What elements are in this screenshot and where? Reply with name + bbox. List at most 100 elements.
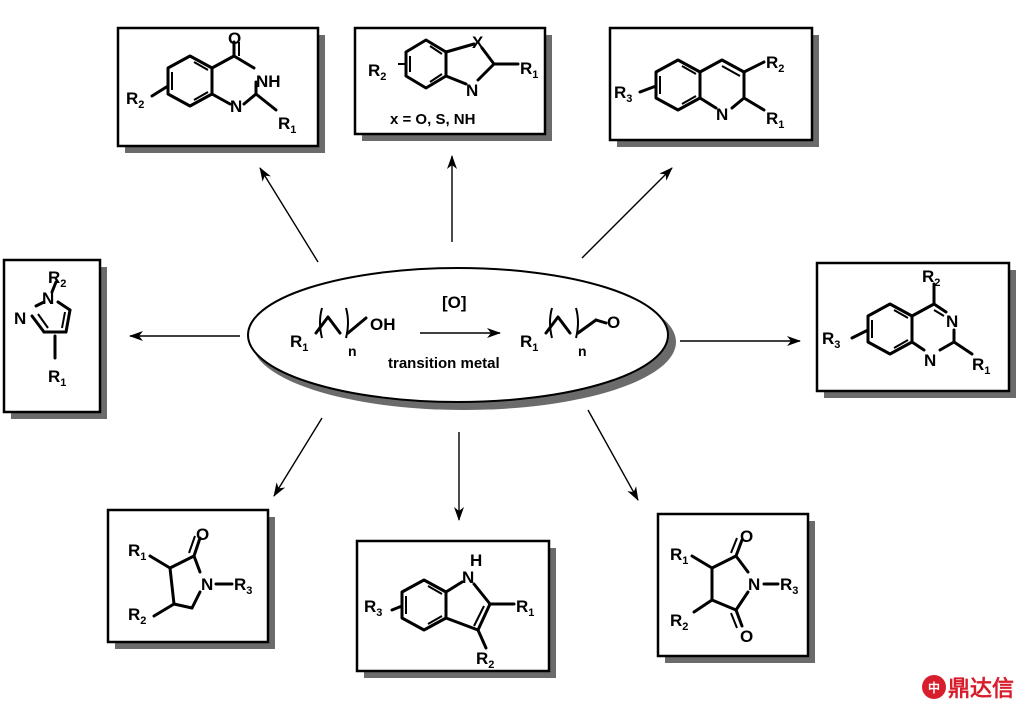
carbonyl-double: [188, 535, 196, 554]
reactant-paren-right: [345, 307, 349, 339]
x-label: X: [472, 33, 484, 52]
x-definition: x = O, S, NH: [390, 111, 475, 128]
r3-label: R3: [822, 329, 840, 351]
product-indole: H N R3 R1 R2: [355, 539, 556, 678]
n2-label: N: [924, 351, 936, 370]
ring-bond: [56, 300, 72, 312]
ring-double-bond: [893, 339, 909, 349]
r2-label: R2: [126, 89, 144, 111]
ring-double: [37, 313, 49, 329]
r2-label: R2: [48, 268, 66, 290]
carbonyl-bond: [192, 536, 202, 558]
r2-label: R2: [368, 61, 386, 83]
r1-label: R1: [278, 114, 296, 136]
r1-bond: [742, 96, 766, 112]
pyrrole-bond: [444, 616, 480, 632]
r2-bond: [476, 628, 488, 650]
pyridine-ring: [698, 96, 718, 110]
r2-label: R2: [128, 605, 146, 627]
product-aldehyde: R1 n O: [520, 307, 620, 359]
n-label: N: [462, 568, 474, 587]
r2-label: R2: [766, 53, 784, 75]
ring-bond: [168, 554, 196, 570]
hetero-ring-bottom: [210, 92, 232, 106]
pyrrole-double: [473, 605, 485, 627]
ring-double-bond: [427, 615, 443, 625]
product-succinimide: O O N R1 R2 R3: [656, 512, 815, 663]
r3-label: R3: [614, 83, 632, 105]
n-label: N: [716, 105, 728, 124]
ring-double-bond: [429, 73, 443, 83]
r2-bond: [692, 598, 714, 614]
box: [2, 258, 102, 414]
r1-label: R1: [516, 597, 534, 619]
box: [353, 26, 547, 136]
ring-double-bond: [193, 61, 209, 71]
r3-bond: [390, 604, 404, 612]
r1-label: R1: [48, 367, 66, 389]
r3-label: R3: [234, 575, 252, 597]
r1-label: R1: [766, 109, 784, 131]
r2-label: R2: [476, 649, 494, 671]
arrow-to-succinimide: [587, 409, 639, 501]
product-quinazolinone: O NH N R2 R1: [116, 26, 325, 153]
ring-bond: [734, 590, 750, 612]
r2-bond: [50, 280, 58, 294]
arrow-to-quinazolinone: [259, 167, 319, 263]
ring-double-bond: [681, 65, 697, 75]
reactant-n-label: n: [348, 343, 357, 359]
product-double-bond: [594, 318, 608, 325]
ring-bond: [64, 308, 72, 334]
ellipse: [247, 267, 669, 403]
reactant-bond-oh: [346, 316, 368, 335]
azole-bond: [444, 74, 468, 86]
reactant-alcohol: R1 n OH: [290, 307, 396, 359]
ring-double-bond: [429, 45, 443, 55]
o-label: O: [228, 29, 241, 48]
product-bond-cho: [576, 318, 598, 335]
pyrrole-bond: [472, 582, 492, 606]
product-quinazoline: N N R2 R3 R1: [815, 261, 1016, 398]
n1-label: N: [946, 312, 958, 331]
pyridine-ring: [730, 96, 746, 110]
ring-bond: [192, 554, 202, 574]
box: [355, 539, 551, 673]
product-r-label: R1: [520, 332, 538, 354]
pyridine-double: [721, 65, 741, 77]
reactant-paren-left: [319, 307, 323, 339]
arrow-to-pyrrolidinone: [273, 417, 323, 497]
r1-label: R1: [520, 59, 538, 81]
pyridine-ring: [698, 58, 746, 100]
ring-bond: [34, 300, 46, 308]
o-bottom-label: O: [740, 627, 753, 646]
arrow-to-quinoline: [581, 167, 673, 259]
azole-bond: [444, 42, 476, 54]
ring-bond: [734, 554, 750, 574]
n-label: N: [748, 575, 760, 594]
ring-bond: [710, 598, 738, 612]
r1-bond: [952, 340, 974, 356]
azole-bond: [476, 62, 496, 82]
hetero-ring: [910, 340, 926, 352]
product-pyrazole: N N R2 R1: [2, 258, 107, 419]
box: [608, 26, 814, 142]
r2-bond: [152, 602, 176, 618]
central-reaction: R1 n OH [O] transition metal R1 n O: [247, 267, 676, 410]
box: [656, 512, 810, 658]
watermark-logo-icon: 中: [921, 675, 946, 699]
product-o-label: O: [607, 313, 620, 332]
o-label: O: [196, 525, 209, 544]
ring-bond: [190, 590, 202, 610]
n-label: N: [466, 81, 478, 100]
ring-bond: [172, 602, 194, 610]
r3-bond: [638, 84, 658, 94]
box: [116, 26, 320, 148]
product-benzazole: X N R2 R1 x = O, S, NH: [353, 26, 552, 141]
watermark: 中 鼎达信: [921, 671, 1014, 703]
r3-bond: [850, 328, 870, 340]
pyrrole-bond: [476, 602, 492, 632]
r1-label: R1: [972, 355, 990, 377]
product-pyrrolidinone: O N R1 R2 R3: [106, 508, 275, 649]
n2-label: N: [42, 289, 54, 308]
